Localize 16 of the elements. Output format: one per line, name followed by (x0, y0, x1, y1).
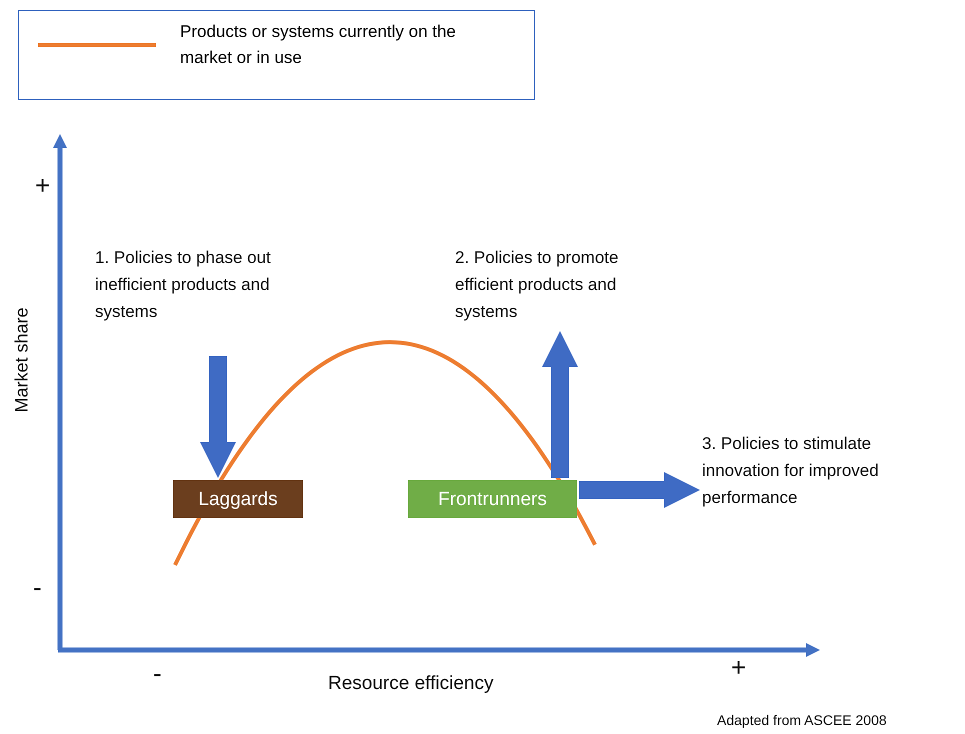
legend-text: Products or systems currently on the market or in use (180, 21, 457, 69)
category-tag: Frontrunners (408, 480, 577, 518)
category-tag: Laggards (173, 480, 303, 518)
policy-text: 2. Policies to promote efficient products and systems (455, 247, 620, 323)
source-note: Adapted from ASCEE 2008 (717, 712, 887, 728)
axis-title: Resource efficiency (328, 673, 494, 695)
block-arrow (542, 331, 578, 478)
block-arrow (579, 472, 700, 508)
axis-end-label: - (33, 572, 42, 603)
axis-title: Market share (12, 307, 32, 413)
policy-text: 3. Policies to stimulate innovation for improved performance (702, 433, 880, 509)
axis-end-label: + (35, 170, 50, 201)
policy-text: 1. Policies to phase out inefficient products and systems (95, 247, 272, 323)
axis-end-label: - (153, 658, 162, 689)
axis-end-label: + (731, 652, 746, 683)
block-arrow (200, 356, 236, 478)
